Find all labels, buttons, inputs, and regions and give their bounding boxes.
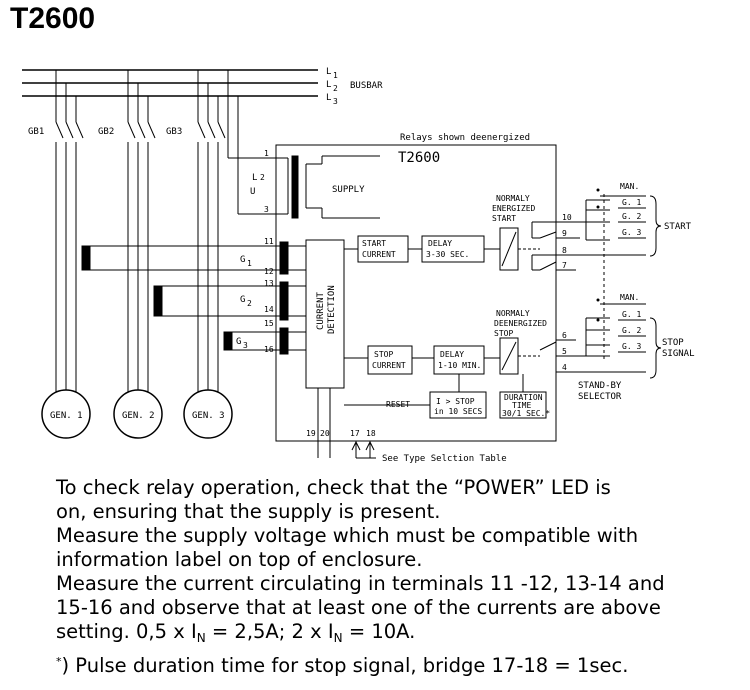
stop-signal-label: STOP — [662, 338, 684, 348]
generator-3 — [183, 389, 233, 439]
svg-text:SELECTOR: SELECTOR — [578, 392, 622, 402]
note-line-4: information label on top of enclosure. — [56, 548, 423, 571]
stop-opt-man: MAN. — [620, 293, 639, 302]
phase-1-label: L — [326, 67, 331, 77]
phase-3-label: L — [326, 93, 331, 103]
terminal-8: 8 — [562, 246, 567, 255]
stop-opt-g3: G. 3 — [622, 342, 641, 351]
u-label: U — [250, 187, 255, 197]
terminal-9: 9 — [562, 229, 567, 238]
svg-text:SIGNAL: SIGNAL — [662, 349, 695, 359]
normally-energized-label: NORMALY — [496, 194, 530, 203]
note-line-2: on, ensuring that the supply is present. — [56, 500, 441, 523]
gen-3-label: GEN. 3 — [192, 411, 225, 421]
terminal-3: 3 — [264, 205, 269, 214]
start-current-label: START — [362, 239, 386, 248]
breaker-gb3-label: GB3 — [166, 127, 182, 137]
ct-g3-label: G — [236, 337, 241, 347]
terminal-10: 10 — [562, 213, 572, 222]
svg-text:1-10 MIN.: 1-10 MIN. — [438, 361, 481, 370]
svg-text:2: 2 — [247, 299, 252, 308]
note-line-3: Measure the supply voltage which must be… — [56, 524, 639, 547]
svg-text:STOP: STOP — [494, 329, 513, 338]
svg-text:2: 2 — [333, 84, 338, 93]
note-line-1: To check relay operation, check that the… — [56, 476, 611, 499]
standby-selector-label: STAND-BY — [578, 381, 622, 391]
terminal-19: 19 — [306, 429, 316, 438]
busbar-label: BUSBAR — [350, 81, 383, 91]
stop-opt-g2: G. 2 — [622, 326, 641, 335]
start-opt-g2: G. 2 — [622, 212, 641, 221]
stop-opt-g1: G. 1 — [622, 310, 641, 319]
note-line-7: setting. 0,5 x IN = 2,5A; 2 x IN = 10A. — [56, 620, 416, 645]
breaker-gb2-label: GB2 — [98, 127, 114, 137]
svg-text:in 10 SECS: in 10 SECS — [434, 407, 482, 416]
terminal-11: 11 — [264, 237, 274, 246]
svg-text:30/1 SEC.*: 30/1 SEC.* — [502, 409, 550, 418]
generator-1 — [41, 389, 91, 439]
delay-start-label: DELAY — [428, 239, 452, 248]
start-opt-man: MAN. — [620, 182, 639, 191]
page-title: T2600 — [10, 2, 96, 35]
stop-current-label: STOP — [374, 350, 393, 359]
terminal-12: 12 — [264, 267, 274, 276]
terminal-13: 13 — [264, 279, 274, 288]
phase-2-label: L — [326, 80, 331, 90]
svg-text:DETECTION: DETECTION — [327, 285, 337, 334]
gen-1-label: GEN. 1 — [50, 411, 83, 421]
delay-stop-label: DELAY — [440, 350, 464, 359]
terminal-5: 5 — [562, 347, 567, 356]
note-line-6: 15-16 and observe that at least one of t… — [56, 596, 661, 619]
terminal-7: 7 — [562, 261, 567, 270]
terminal-20: 20 — [320, 429, 330, 438]
svg-text:START: START — [492, 214, 516, 223]
note-line-8: *) Pulse duration time for stop signal, … — [56, 654, 629, 677]
note-line-5: Measure the current circulating in termi… — [56, 572, 665, 595]
wiring-diagram: GEN. 1 GEN. 2 GEN. 3 L1 L2 L3 BUSBAR GB1… — [22, 67, 695, 464]
svg-text:CURRENT: CURRENT — [372, 361, 406, 370]
svg-text:3-30 SEC.: 3-30 SEC. — [426, 250, 469, 259]
terminal-4: 4 — [562, 363, 567, 372]
gen-2-label: GEN. 2 — [122, 411, 155, 421]
current-detection-label: CURRENT — [316, 291, 326, 330]
duration-label: DURATION — [504, 393, 543, 402]
svg-text:3: 3 — [333, 97, 338, 106]
terminal-2: 2 — [260, 173, 265, 182]
breaker-gb1-label: GB1 — [28, 127, 44, 137]
ct-g2-label: G — [240, 295, 245, 305]
relays-caption: Relays shown deenergized — [400, 133, 530, 143]
ct-g1-label: G — [240, 255, 245, 265]
terminal-18: 18 — [366, 429, 376, 438]
i-stop-label: I > STOP — [436, 397, 475, 406]
terminal-1: 1 — [264, 149, 269, 158]
terminal-14: 14 — [264, 305, 274, 314]
svg-text:3: 3 — [243, 341, 248, 350]
supply-label: SUPPLY — [332, 185, 365, 195]
generator-2 — [113, 389, 163, 439]
svg-text:1: 1 — [247, 259, 252, 268]
terminal-17: 17 — [350, 429, 360, 438]
svg-text:ENERGIZED: ENERGIZED — [492, 204, 536, 213]
instructions-text: To check relay operation, check that the… — [56, 476, 746, 678]
svg-text:L: L — [252, 173, 257, 183]
terminal-16: 16 — [264, 345, 274, 354]
svg-text:DEENERGIZED: DEENERGIZED — [494, 319, 547, 328]
unit-name: T2600 — [398, 150, 440, 166]
svg-text:CURRENT: CURRENT — [362, 250, 396, 259]
terminal-6: 6 — [562, 331, 567, 340]
start-opt-g3: G. 3 — [622, 228, 641, 237]
terminal-15: 15 — [264, 319, 274, 328]
start-opt-g1: G. 1 — [622, 198, 641, 207]
svg-text:1: 1 — [333, 71, 338, 80]
normally-deenergized-label: NORMALY — [496, 309, 530, 318]
reset-label: RESET — [386, 400, 410, 409]
see-type-table-label: See Type Selction Table — [382, 454, 507, 464]
start-signal-label: START — [664, 222, 692, 232]
svg-text:TIME: TIME — [512, 401, 531, 410]
